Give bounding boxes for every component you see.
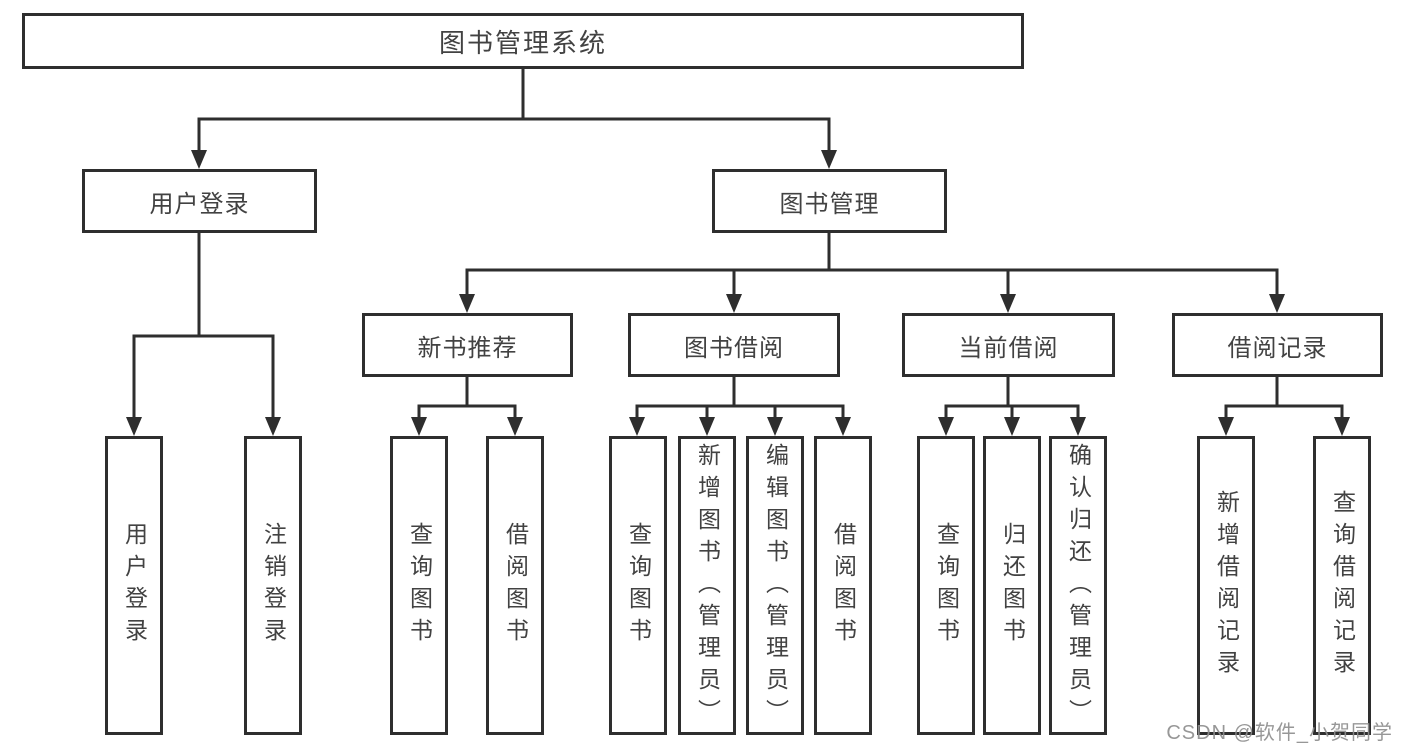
node-current-borrow: 当前借阅	[902, 313, 1115, 377]
node-new-book-recommend: 新书推荐	[362, 313, 573, 377]
node-leaf-borrow-book: 借阅图书	[814, 436, 872, 735]
node-leaf-current-query-book: 查询图书	[917, 436, 975, 735]
node-book-management-branch: 图书管理	[712, 169, 947, 233]
node-leaf-borrow-query-book: 查询图书	[609, 436, 667, 735]
csdn-watermark: CSDN @软件_小贺同学	[1166, 722, 1393, 744]
node-borrow-record: 借阅记录	[1172, 313, 1383, 377]
node-book-borrow: 图书借阅	[628, 313, 840, 377]
node-leaf-user-login: 用户登录	[105, 436, 163, 735]
connector-lines	[132, 69, 1344, 419]
node-leaf-logout: 注销登录	[244, 436, 302, 735]
node-leaf-query-borrow-record: 查询借阅记录	[1313, 436, 1371, 735]
node-leaf-return-book: 归还图书	[983, 436, 1041, 735]
node-root-system: 图书管理系统	[22, 13, 1024, 69]
node-leaf-recommend-borrow-book: 借阅图书	[486, 436, 544, 735]
node-leaf-add-book-admin: 新增图书（管理员）	[678, 436, 736, 735]
node-leaf-confirm-return-admin: 确认归还（管理员）	[1049, 436, 1107, 735]
node-leaf-recommend-query-book: 查询图书	[390, 436, 448, 735]
node-user-login-branch: 用户登录	[82, 169, 317, 233]
node-leaf-add-borrow-record: 新增借阅记录	[1197, 436, 1255, 735]
node-leaf-edit-book-admin: 编辑图书（管理员）	[746, 436, 804, 735]
